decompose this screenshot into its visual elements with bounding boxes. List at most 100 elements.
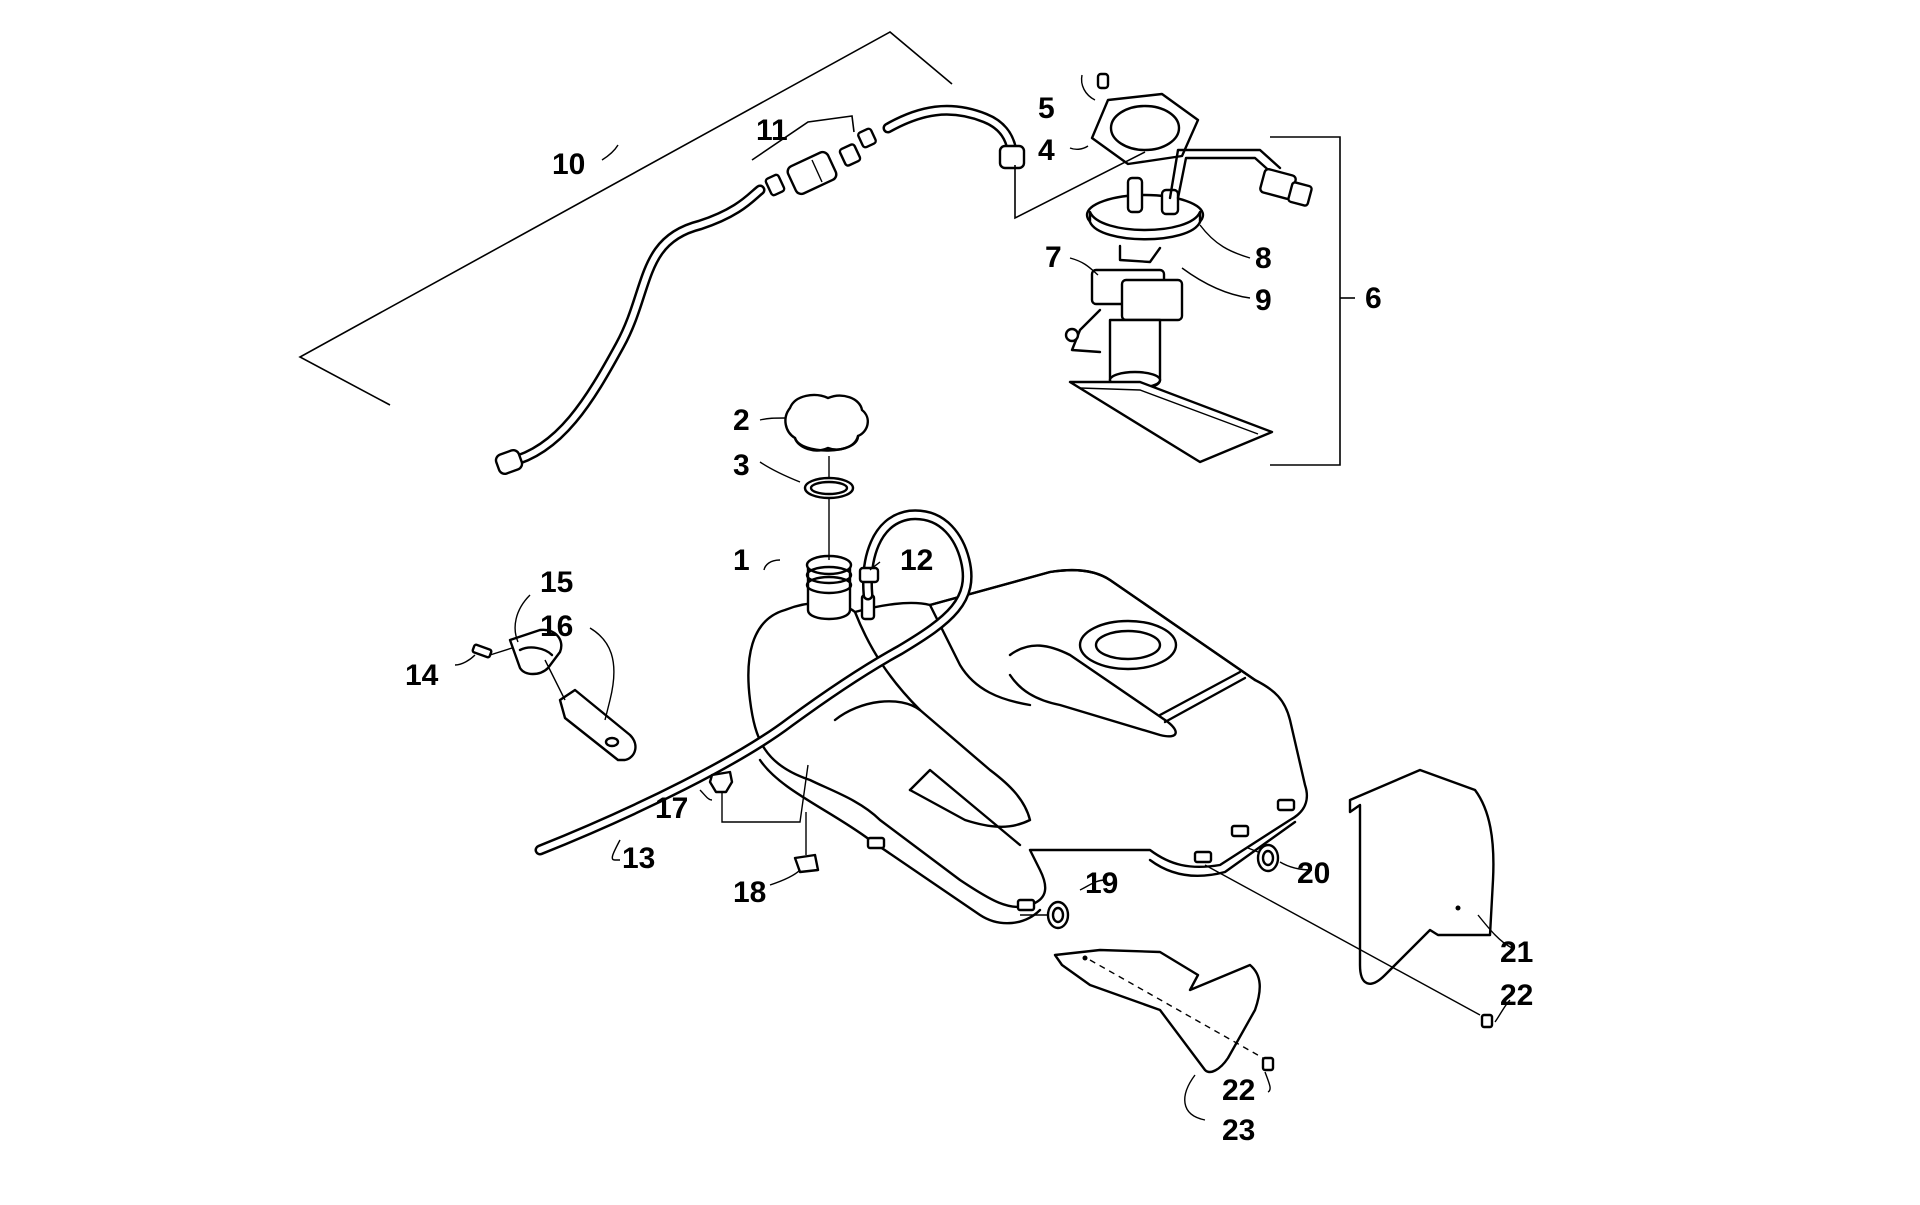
leader-17 <box>699 789 713 801</box>
heat-shield-23-hole <box>1082 955 1088 961</box>
pump-flange-rim <box>1088 210 1202 241</box>
screw-14 <box>471 643 493 659</box>
callout-15: 15 <box>540 566 573 599</box>
tank-stud-right <box>1230 824 1250 838</box>
grommet-20-hole <box>1261 849 1275 867</box>
filler-neck-ring-b <box>805 575 853 595</box>
callout-14: 14 <box>405 659 439 692</box>
callout-6: 6 <box>1365 282 1382 315</box>
fuel-hose-lower-inner <box>507 187 763 465</box>
callout-22-lower: 22 <box>1222 1074 1255 1107</box>
leader-10 <box>601 144 619 161</box>
heat-shield-21-body <box>1348 768 1495 985</box>
leader-1 <box>763 559 781 571</box>
tank-rib <box>1158 670 1242 717</box>
fasteners <box>708 764 1494 1072</box>
tank-recess-step <box>908 768 1022 847</box>
callout-17: 17 <box>655 792 688 825</box>
strainer-edge <box>1079 387 1259 435</box>
leader-5 <box>1080 74 1096 101</box>
pump-wire-harness-b <box>1176 156 1276 200</box>
callout-5: 5 <box>1038 92 1055 125</box>
callout-1: 1 <box>733 544 750 577</box>
filler-neck-ring <box>805 565 853 585</box>
heat-shield-21-hole <box>1455 905 1461 911</box>
tank-recess-top <box>1008 644 1177 738</box>
bracket-6 <box>1270 136 1341 466</box>
leader-18 <box>769 869 801 886</box>
leader-20 <box>1279 861 1313 871</box>
leader-13 <box>611 839 621 861</box>
vent-hose <box>534 509 973 856</box>
bracket-16-connect <box>544 659 566 701</box>
leader-3 <box>759 461 801 483</box>
leader-7 <box>1069 257 1099 276</box>
axis-22-lower <box>1089 959 1264 1059</box>
pump-wire-harness <box>1168 148 1282 200</box>
callout-4: 4 <box>1038 134 1055 167</box>
rivet-17 <box>708 770 734 794</box>
bracket-16-hole <box>604 736 620 748</box>
callout-labels: 10 11 5 4 7 8 9 6 2 3 1 12 15 16 14 17 1… <box>405 92 1533 1147</box>
clamp-15 <box>508 628 563 676</box>
pump-stem <box>1118 244 1162 264</box>
pump-return <box>1160 188 1180 216</box>
leader-9 <box>1181 267 1251 299</box>
fuel-tank <box>747 554 1309 925</box>
callout-22-right: 22 <box>1500 979 1533 1012</box>
grommet-19 <box>1046 900 1070 930</box>
callout-10: 10 <box>552 148 585 181</box>
callout-9: 9 <box>1255 284 1272 317</box>
callout-16: 16 <box>540 610 573 643</box>
leader-2 <box>759 417 786 421</box>
callout-12: 12 <box>900 544 933 577</box>
tank-flange-right <box>1148 820 1297 877</box>
cap-skirt <box>793 434 860 452</box>
tank-body <box>747 568 1309 909</box>
callout-23: 23 <box>1222 1114 1255 1147</box>
o-ring-inner <box>809 480 849 496</box>
leader-21 <box>1477 914 1513 949</box>
tank-ridge-b <box>928 603 1032 707</box>
screw-14-axis <box>489 647 513 656</box>
callout-leaders <box>454 144 1513 1121</box>
hose-end-fitting <box>494 448 524 476</box>
fuel-hose-lower <box>504 184 766 468</box>
fuel-pump-assembly <box>1014 72 1355 466</box>
leader-22-lower <box>1264 1071 1271 1093</box>
pump-sender-box <box>1120 278 1184 322</box>
heat-shield-21 <box>1204 768 1495 1016</box>
filler-cap <box>784 393 869 452</box>
grommet-18 <box>793 853 820 874</box>
screw-5 <box>1096 72 1110 90</box>
fuel-hose-upper-inner <box>885 107 1015 153</box>
tank-stud-bottom <box>1016 898 1036 912</box>
leader-22-right <box>1494 999 1511 1023</box>
grommet-19-hole <box>1051 906 1065 924</box>
bracket-11 <box>751 115 855 161</box>
screw-22-right <box>1480 1013 1494 1029</box>
leader-19 <box>1079 879 1106 891</box>
leader-15 <box>514 594 531 643</box>
axis-20 <box>1247 847 1259 853</box>
bracket-10-outline <box>298 31 953 406</box>
leader-14 <box>454 654 476 666</box>
callout-20: 20 <box>1297 857 1330 890</box>
leader-4-hose <box>1014 151 1146 220</box>
callout-3: 3 <box>733 449 750 482</box>
electrical-connector-plug <box>1287 181 1313 207</box>
screw-22-lower <box>1261 1056 1275 1072</box>
tank-stud-far-right <box>1276 798 1296 812</box>
tank-recess-lower <box>833 700 1032 828</box>
tank-stud-bottom-right <box>1193 850 1213 864</box>
fuel-line-assembly <box>298 31 1026 476</box>
clamp-15-lip <box>518 646 554 657</box>
heat-shield-23-body <box>1053 948 1261 1074</box>
leader-8 <box>1199 224 1251 259</box>
grommet-20 <box>1256 843 1280 873</box>
quick-connect-fitting <box>998 144 1026 170</box>
vent-hose-path-inner <box>537 511 971 853</box>
leader-4 <box>1069 145 1089 151</box>
callout-2: 2 <box>733 404 750 437</box>
